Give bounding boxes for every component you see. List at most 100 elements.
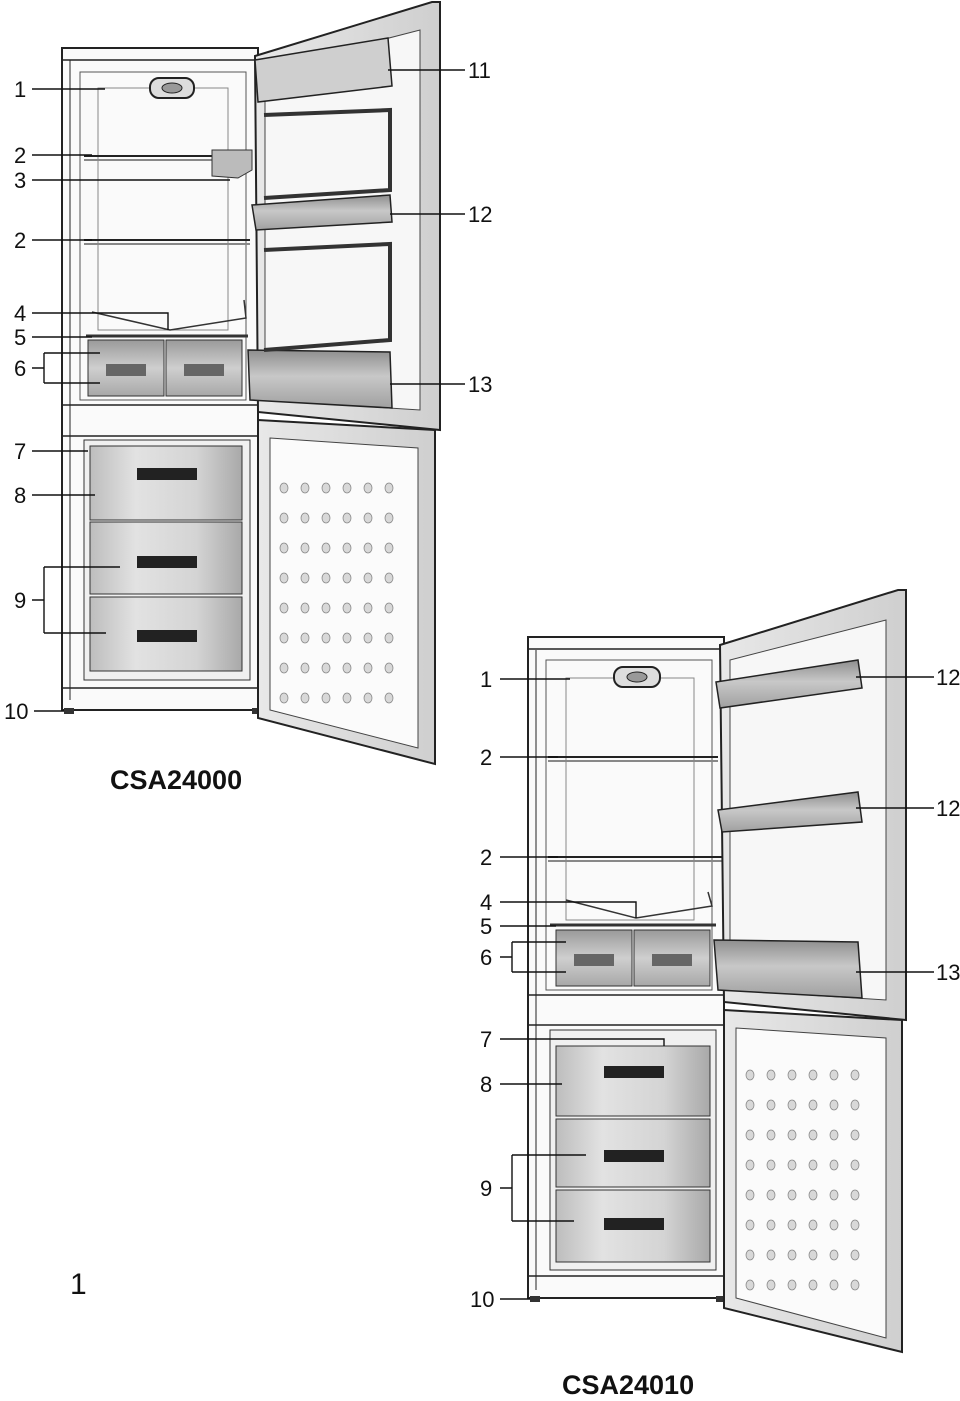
callout-left: 2	[14, 228, 27, 253]
callout-left: 2	[480, 745, 493, 770]
crisper-right	[633, 929, 711, 987]
leader-lines	[500, 676, 934, 1300]
embossing-dot	[321, 662, 331, 674]
embossing-dot	[384, 542, 394, 554]
embossing-dot	[342, 632, 352, 644]
freezer-compartment	[549, 1029, 717, 1271]
model-label-csa24010: CSA24010	[562, 1370, 695, 1400]
embossing-dot	[850, 1159, 860, 1171]
embossing-dot	[808, 1279, 818, 1291]
door-embossing	[279, 482, 394, 704]
embossing-dot	[384, 572, 394, 584]
crisper-cover	[550, 891, 716, 927]
embossing-dot	[342, 542, 352, 554]
callout-right: 11	[468, 58, 491, 83]
embossing-dot	[829, 1099, 839, 1111]
embossing-dot	[787, 1249, 797, 1261]
lamp-housing	[149, 77, 195, 99]
embossing-dot	[342, 482, 352, 494]
embossing-dot	[342, 662, 352, 674]
embossing-dot	[745, 1249, 755, 1261]
embossing-dot	[850, 1249, 860, 1261]
embossing-dot	[279, 662, 289, 674]
glass-shelf-lower	[84, 239, 250, 245]
embossing-dot	[384, 662, 394, 674]
embossing-dot	[745, 1189, 755, 1201]
embossing-dot	[745, 1129, 755, 1141]
embossing-dot	[829, 1279, 839, 1291]
embossing-dot	[300, 512, 310, 524]
embossing-dot	[745, 1279, 755, 1291]
embossing-dot	[363, 692, 373, 704]
embossing-dot	[787, 1189, 797, 1201]
embossing-dot	[745, 1219, 755, 1231]
callout-left: 8	[480, 1072, 493, 1097]
callout-left: 10	[470, 1287, 495, 1312]
embossing-dot	[850, 1189, 860, 1201]
model-label-csa24000: CSA24000	[110, 765, 243, 795]
embossing-dot	[766, 1249, 776, 1261]
embossing-dot	[363, 662, 373, 674]
embossing-dot	[829, 1189, 839, 1201]
embossing-dot	[787, 1159, 797, 1171]
embossing-dot	[363, 542, 373, 554]
embossing-dot	[808, 1099, 818, 1111]
embossing-dot	[787, 1279, 797, 1291]
embossing-dot	[829, 1159, 839, 1171]
embossing-dot	[300, 572, 310, 584]
callout-left: 8	[14, 483, 27, 508]
embossing-dot	[850, 1099, 860, 1111]
callout-left: 3	[14, 168, 27, 193]
embossing-dot	[300, 482, 310, 494]
embossing-dot	[766, 1099, 776, 1111]
embossing-dot	[766, 1189, 776, 1201]
lamp-housing	[613, 666, 661, 688]
fridge-csa24010	[500, 589, 934, 1354]
embossing-dot	[829, 1129, 839, 1141]
embossing-dot	[808, 1189, 818, 1201]
crisper-left	[555, 929, 633, 987]
embossing-dot	[745, 1069, 755, 1081]
embossing-dot	[384, 692, 394, 704]
callout-left: 4	[480, 890, 493, 915]
callout-left: 2	[14, 143, 27, 168]
embossing-dot	[300, 542, 310, 554]
callout-right: 13	[936, 960, 960, 985]
glass-shelf-upper	[548, 756, 718, 762]
embossing-dot	[279, 572, 289, 584]
embossing-dot	[363, 482, 373, 494]
embossing-dot	[363, 572, 373, 584]
callout-left: 10	[4, 699, 29, 724]
callout-left: 6	[480, 945, 493, 970]
embossing-dot	[850, 1219, 860, 1231]
callout-left: 4	[14, 301, 27, 326]
embossing-dot	[384, 632, 394, 644]
crisper-left	[87, 339, 165, 397]
embossing-dot	[745, 1099, 755, 1111]
callout-left: 9	[14, 588, 27, 613]
embossing-dot	[808, 1069, 818, 1081]
embossing-dot	[787, 1219, 797, 1231]
callout-left: 2	[480, 845, 493, 870]
embossing-dot	[787, 1069, 797, 1081]
callout-left: 5	[480, 914, 493, 939]
freezer-door	[723, 1008, 903, 1354]
callout-right: 12	[936, 796, 960, 821]
callout-left: 7	[14, 439, 27, 464]
embossing-dot	[300, 602, 310, 614]
embossing-dot	[808, 1129, 818, 1141]
embossing-dot	[829, 1069, 839, 1081]
leader-lines	[32, 69, 465, 712]
callout-left: 7	[480, 1027, 493, 1052]
embossing-dot	[766, 1069, 776, 1081]
embossing-dot	[363, 602, 373, 614]
embossing-dot	[363, 512, 373, 524]
embossing-dot	[279, 632, 289, 644]
embossing-dot	[342, 512, 352, 524]
freezer-compartment	[83, 439, 251, 681]
crisper-right	[165, 339, 243, 397]
embossing-dot	[850, 1279, 860, 1291]
embossing-dot	[829, 1249, 839, 1261]
bottle-holder	[211, 149, 253, 179]
